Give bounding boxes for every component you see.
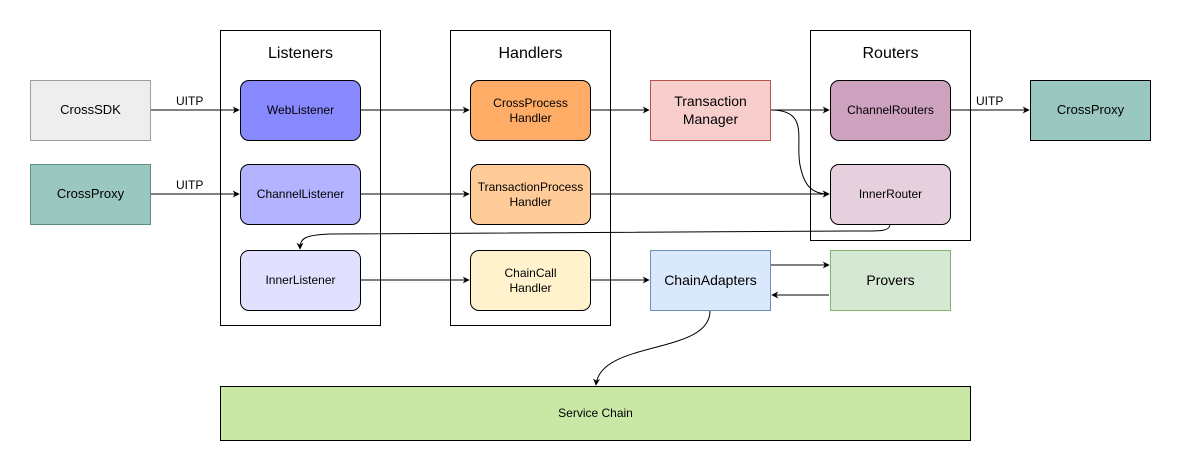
channel-routers-node: ChannelRouters xyxy=(830,80,951,141)
cross-proxy-right-node: CrossProxy xyxy=(1030,80,1151,141)
inner-listener-label: InnerListener xyxy=(265,273,336,287)
cross-proxy-right-label: CrossProxy xyxy=(1056,102,1125,118)
provers-label: Provers xyxy=(866,271,915,288)
channel-listener-label: ChannelListener xyxy=(256,187,345,201)
handlers-group: Handlers xyxy=(450,30,611,326)
inner-listener-node: InnerListener xyxy=(240,250,361,311)
cross-sdk-node: CrossSDK xyxy=(30,80,151,141)
edge-innerrouter-to-innerlistener xyxy=(296,223,891,250)
cross-sdk-label: CrossSDK xyxy=(60,102,121,118)
edge-transactionmanager-to-innerrouter xyxy=(770,109,830,198)
routers-group: Routers xyxy=(810,30,971,241)
listeners-group: Listeners xyxy=(220,30,381,326)
inner-router-node: InnerRouter xyxy=(830,164,951,225)
service-chain-label: Service Chain xyxy=(558,406,633,420)
cross-proxy-left-node: CrossProxy xyxy=(30,164,151,225)
listeners-group-title: Listeners xyxy=(268,45,333,62)
chaincall-handler-label: ChainCall Handler xyxy=(504,265,557,295)
routers-group-title: Routers xyxy=(862,45,919,62)
channel-routers-label: ChannelRouters xyxy=(847,103,934,117)
uitp-label-crossproxy: UITP xyxy=(176,178,204,192)
inner-router-label: InnerRouter xyxy=(858,187,923,201)
chaincall-handler-node: ChainCall Handler xyxy=(470,250,591,311)
uitp-label-crosssdk: UITP xyxy=(176,94,204,108)
chain-adapters-label: ChainAdapters xyxy=(664,271,757,288)
transaction-process-handler-label: TransactionProcess Handler xyxy=(477,179,584,209)
cross-proxy-left-label: CrossProxy xyxy=(56,186,125,202)
edge-chainadapters-to-servicechain xyxy=(593,310,711,386)
cross-process-handler-node: CrossProcess Handler xyxy=(470,80,591,141)
web-listener-node: WebListener xyxy=(240,80,361,141)
transaction-manager-label: Transaction Manager xyxy=(674,93,747,127)
web-listener-label: WebListener xyxy=(266,103,335,117)
service-chain-node: Service Chain xyxy=(220,386,971,441)
chain-adapters-node: ChainAdapters xyxy=(650,250,771,311)
channel-listener-node: ChannelListener xyxy=(240,164,361,225)
cross-process-handler-label: CrossProcess Handler xyxy=(493,95,568,125)
provers-node: Provers xyxy=(830,250,951,311)
transaction-process-handler-node: TransactionProcess Handler xyxy=(470,164,591,225)
transaction-manager-node: Transaction Manager xyxy=(650,80,771,141)
handlers-group-title: Handlers xyxy=(498,45,563,62)
uitp-label-channelrouters: UITP xyxy=(976,94,1004,108)
